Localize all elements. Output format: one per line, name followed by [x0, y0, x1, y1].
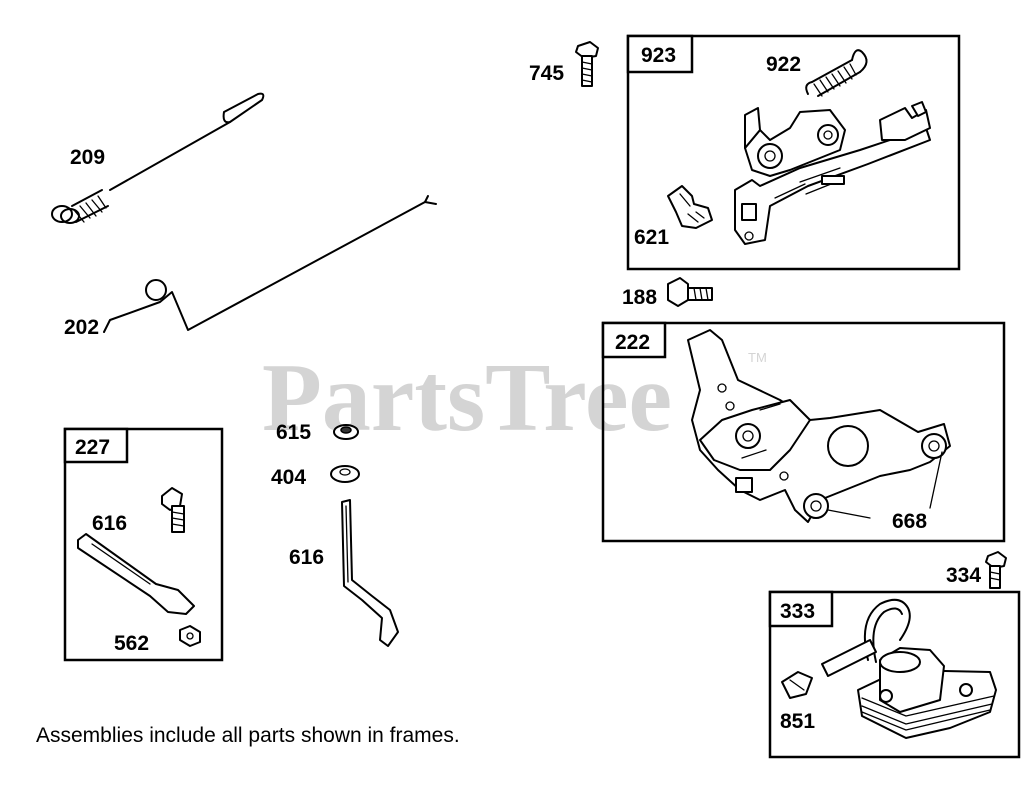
shaft-616-drawing[interactable]	[341, 499, 399, 647]
armature-333-drawing[interactable]	[821, 598, 997, 739]
part-851-label[interactable]: 851	[780, 710, 815, 733]
part-188-label[interactable]: 188	[622, 286, 657, 309]
frame-222-label: 222	[615, 331, 650, 354]
frame-222[interactable]: 222	[601, 321, 1006, 543]
watermark-text: PartsTree	[262, 344, 672, 452]
frame-333[interactable]: 333	[768, 590, 1021, 759]
frame-333-label: 333	[780, 600, 815, 623]
washer-404-drawing[interactable]	[330, 465, 360, 483]
part-404-label[interactable]: 404	[271, 466, 306, 489]
screw-188-drawing[interactable]	[667, 277, 713, 307]
part-745-label[interactable]: 745	[529, 62, 564, 85]
part-505-label[interactable]: 562	[114, 632, 149, 655]
screw-334-drawing[interactable]	[985, 551, 1007, 589]
part-615-label[interactable]: 615	[276, 421, 311, 444]
part-668-label[interactable]: 668	[892, 510, 927, 533]
frame-923-label: 923	[641, 44, 676, 67]
watermark-trademark: TM	[748, 350, 767, 365]
frame-227[interactable]: 227	[63, 427, 224, 662]
part-616-label[interactable]: 616	[289, 546, 324, 569]
nut-505-drawing[interactable]	[179, 625, 201, 647]
spring-922-drawing[interactable]	[805, 49, 868, 97]
footnote: Assemblies include all parts shown in fr…	[36, 724, 460, 747]
part-621-label[interactable]: 621	[634, 226, 669, 249]
connector-851-drawing[interactable]	[781, 671, 813, 699]
spring-209-drawing[interactable]	[51, 92, 265, 224]
lever-drawing[interactable]	[77, 533, 195, 615]
control-bracket-923-drawing[interactable]	[734, 101, 931, 245]
screw-562-drawing[interactable]	[161, 487, 185, 533]
frame-923[interactable]: 923	[626, 34, 961, 271]
part-209-label[interactable]: 209	[70, 146, 105, 169]
part-562-label[interactable]: 616	[92, 512, 127, 535]
part-334-label[interactable]: 334	[946, 564, 981, 587]
bracket-222-drawing[interactable]	[687, 329, 951, 523]
screw-745-drawing[interactable]	[575, 41, 599, 87]
part-922-label[interactable]: 922	[766, 53, 801, 76]
clip-621-drawing[interactable]	[667, 185, 713, 229]
part-202-label[interactable]: 202	[64, 316, 99, 339]
rod-202-drawing[interactable]	[103, 195, 437, 333]
washer-615-drawing[interactable]	[333, 424, 359, 440]
frame-227-label: 227	[75, 436, 110, 459]
